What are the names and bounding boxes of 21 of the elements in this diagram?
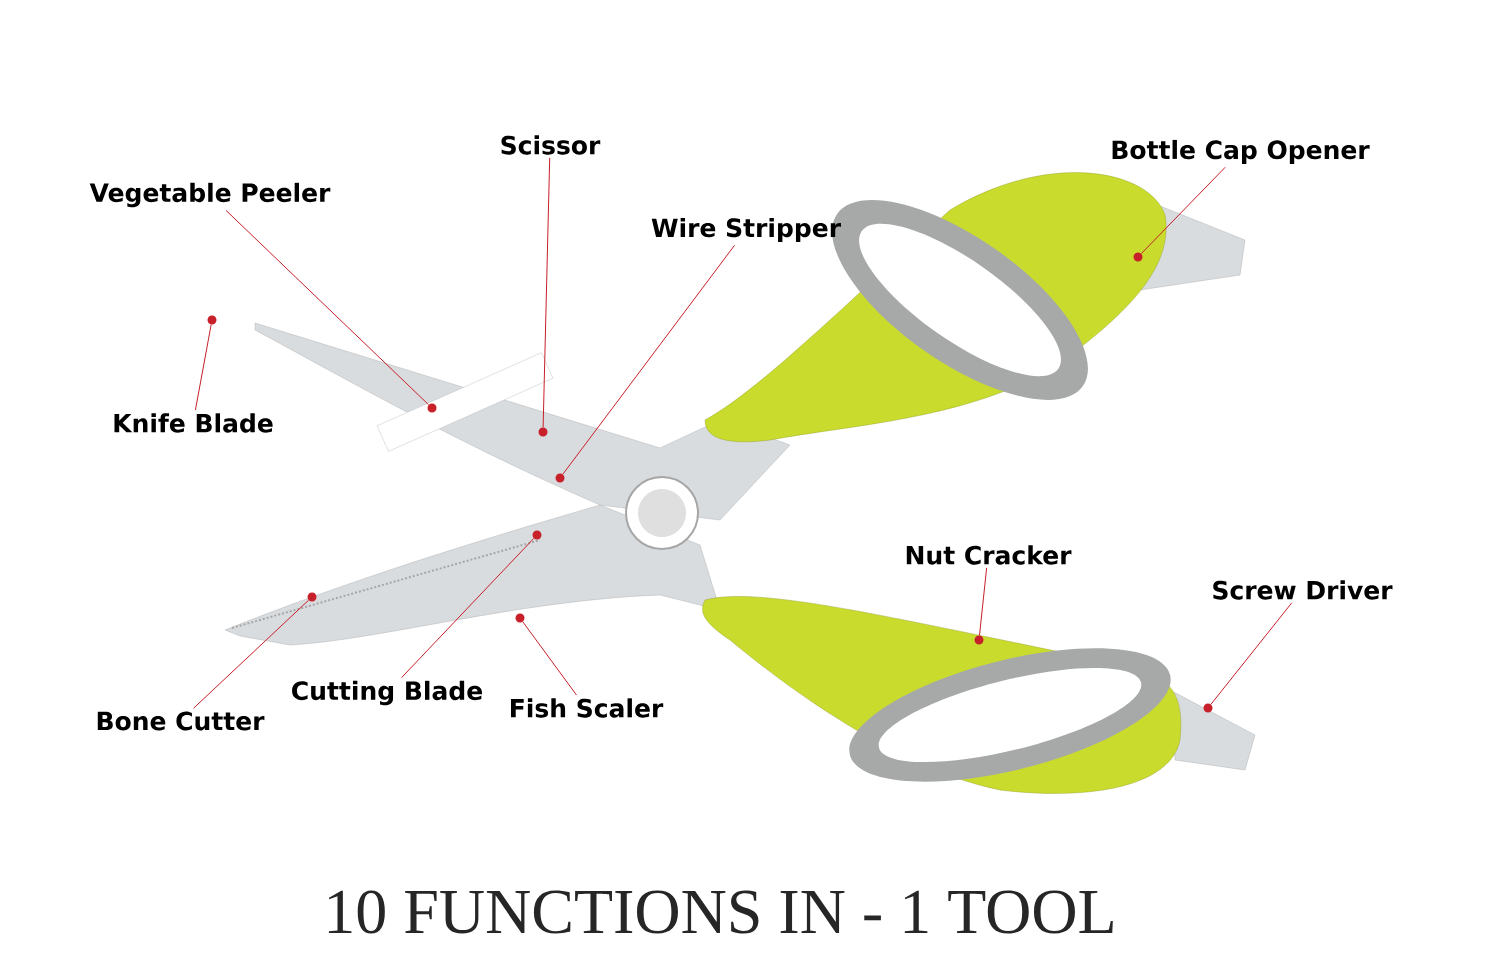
title: 10 FUNCTIONS IN - 1 TOOL	[328, 890, 1113, 934]
callout-label: Scissor	[501, 135, 601, 155]
leader-line	[1140, 166, 1226, 255]
callout-label: Wire Stripper	[651, 217, 841, 243]
leader-line	[194, 324, 212, 411]
callout-label: Vegetable Peeler	[89, 182, 331, 208]
callout-label: Knife Blade	[114, 413, 273, 433]
leader-line	[562, 244, 736, 475]
callout-label: Bone Cutter	[97, 711, 265, 731]
callout-label: Fish Scaler	[511, 698, 664, 718]
leader-line	[192, 599, 310, 709]
leader-line	[979, 567, 988, 636]
callout-label: Cutting Blade	[292, 680, 482, 706]
leader-line	[1210, 602, 1293, 705]
leader-line	[401, 537, 535, 679]
callout-label: Screw Driver	[1213, 580, 1393, 600]
callout-label: Nut Cracker	[906, 545, 1072, 565]
leader-line	[522, 621, 578, 696]
leader-line	[225, 209, 430, 406]
leader-line	[542, 157, 551, 428]
callout-label: Bottle Cap Opener	[1112, 139, 1370, 165]
